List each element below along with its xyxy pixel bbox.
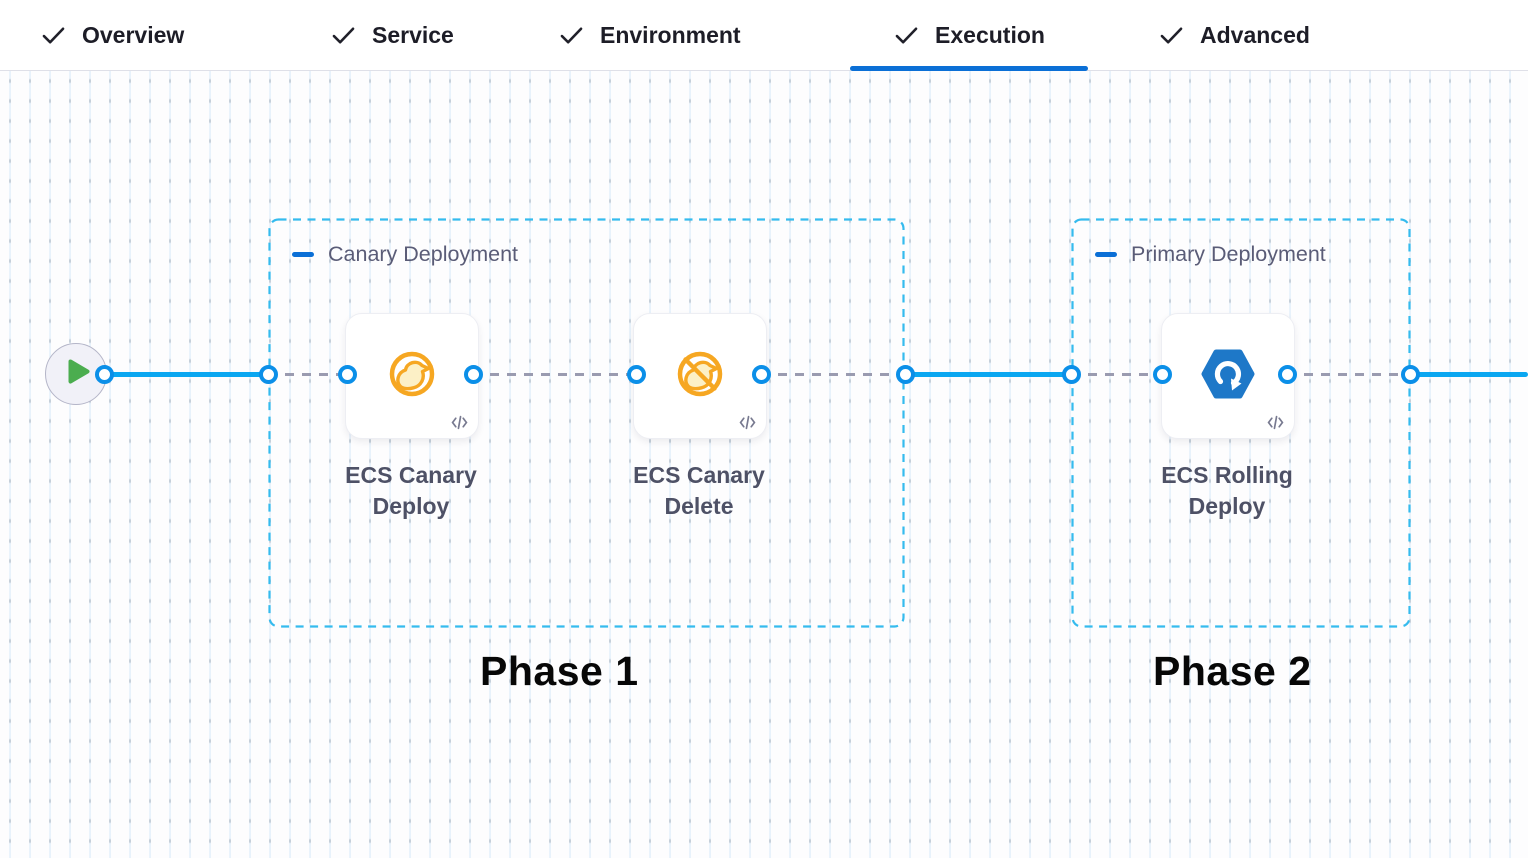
tab-label: Advanced xyxy=(1200,21,1310,48)
step-name: ECS Rolling Deploy xyxy=(1161,462,1293,519)
stage-config-tabbar: Overview Service Environment Execution A… xyxy=(0,0,1528,71)
connector-wire xyxy=(1410,371,1528,377)
tab-environment[interactable]: Environment xyxy=(558,0,741,70)
ecs-rolling-deploy-icon xyxy=(1200,349,1256,404)
connector-port[interactable] xyxy=(337,364,357,384)
canary-deploy-icon xyxy=(385,347,439,406)
check-icon xyxy=(1158,22,1185,49)
tab-label: Service xyxy=(372,21,454,48)
phase-2-label: Phase 2 xyxy=(1153,648,1312,694)
pipeline-canvas[interactable]: Canary Deployment Primary Deployment xyxy=(0,71,1528,858)
connector-port[interactable] xyxy=(1277,364,1297,384)
minus-icon[interactable] xyxy=(292,252,314,257)
step-name: ECS Canary Delete xyxy=(633,462,765,519)
step-card-ecs-canary-delete[interactable] xyxy=(633,313,767,439)
dashed-connector-wire xyxy=(268,372,347,376)
step-card-ecs-canary-deploy[interactable] xyxy=(345,313,479,439)
phase-1-label: Phase 1 xyxy=(480,648,639,694)
connector-port[interactable] xyxy=(1400,364,1420,384)
tab-advanced[interactable]: Advanced xyxy=(1158,0,1310,70)
dashed-connector-wire xyxy=(1071,372,1162,376)
connector-port[interactable] xyxy=(463,364,483,384)
dashed-connector-wire xyxy=(761,372,905,376)
play-icon xyxy=(63,359,90,389)
group-dashed-border xyxy=(1071,218,1411,628)
step-card-ecs-rolling-deploy[interactable] xyxy=(1161,313,1295,439)
code-icon[interactable] xyxy=(451,415,468,430)
connector-wire xyxy=(104,371,268,377)
check-icon xyxy=(40,22,67,49)
stage-group-primary-deployment[interactable]: Primary Deployment xyxy=(1071,218,1411,628)
group-dashed-border xyxy=(268,218,905,628)
tab-label: Environment xyxy=(600,21,741,48)
active-tab-underline xyxy=(850,66,1088,71)
tab-service[interactable]: Service xyxy=(330,0,454,70)
check-icon xyxy=(330,22,357,49)
check-icon xyxy=(893,22,920,49)
tab-execution[interactable]: Execution xyxy=(850,0,1088,71)
connector-port[interactable] xyxy=(1152,364,1172,384)
connector-port[interactable] xyxy=(1061,364,1081,384)
step-name: ECS Canary Deploy xyxy=(345,462,477,519)
tab-label: Overview xyxy=(82,21,185,48)
minus-icon[interactable] xyxy=(1095,252,1117,257)
dashed-connector-wire xyxy=(1287,372,1410,376)
tab-overview[interactable]: Overview xyxy=(40,0,184,70)
dashed-connector-wire xyxy=(473,372,636,376)
connector-port[interactable] xyxy=(258,364,278,384)
code-icon[interactable] xyxy=(1267,415,1284,430)
group-label: Canary Deployment xyxy=(328,242,519,266)
connector-port[interactable] xyxy=(895,364,915,384)
group-label-row: Canary Deployment xyxy=(292,242,518,267)
tab-label: Execution xyxy=(935,21,1045,48)
code-icon[interactable] xyxy=(739,415,756,430)
connector-port[interactable] xyxy=(751,364,771,384)
connector-port[interactable] xyxy=(94,364,114,384)
stage-group-canary-deployment[interactable]: Canary Deployment xyxy=(268,218,905,628)
group-label-row: Primary Deployment xyxy=(1095,242,1326,267)
connector-wire xyxy=(905,371,1071,377)
canary-delete-icon xyxy=(673,347,727,406)
check-icon xyxy=(558,22,585,49)
group-label: Primary Deployment xyxy=(1131,242,1326,266)
connector-port[interactable] xyxy=(626,364,646,384)
